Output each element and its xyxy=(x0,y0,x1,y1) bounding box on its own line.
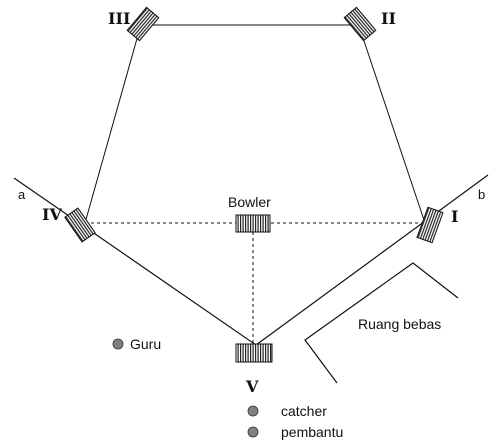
base-iii-mat xyxy=(126,6,160,42)
boundary-line-a xyxy=(13,177,257,346)
base-v-mat xyxy=(235,343,273,363)
base-i-label: I xyxy=(451,207,458,226)
line-a-label: a xyxy=(18,187,26,202)
guru-dot xyxy=(112,338,124,350)
base-i-mat xyxy=(416,206,444,244)
edge-ii-i xyxy=(361,34,426,224)
helper-label: pembantu xyxy=(281,424,343,440)
base-iv-label: IV xyxy=(42,205,62,224)
base-ii-label: II xyxy=(381,9,396,28)
base-v-label: V xyxy=(245,377,259,396)
helper-dot xyxy=(247,426,259,438)
free-space-boundary xyxy=(304,262,459,384)
base-ii-mat xyxy=(343,6,377,42)
catcher-label: catcher xyxy=(281,403,327,419)
guru-label: Guru xyxy=(130,336,161,352)
base-iv-mat xyxy=(64,207,96,243)
base-iii-label: III xyxy=(108,9,130,28)
bowler-mat xyxy=(235,214,271,233)
catcher-dot xyxy=(247,405,259,417)
boundary-line-b xyxy=(255,174,489,346)
edge-iv-iii xyxy=(84,34,139,224)
line-b-label: b xyxy=(478,187,485,202)
free-space-label: Ruang bebas xyxy=(358,316,441,332)
bowler-label: Bowler xyxy=(228,194,271,210)
